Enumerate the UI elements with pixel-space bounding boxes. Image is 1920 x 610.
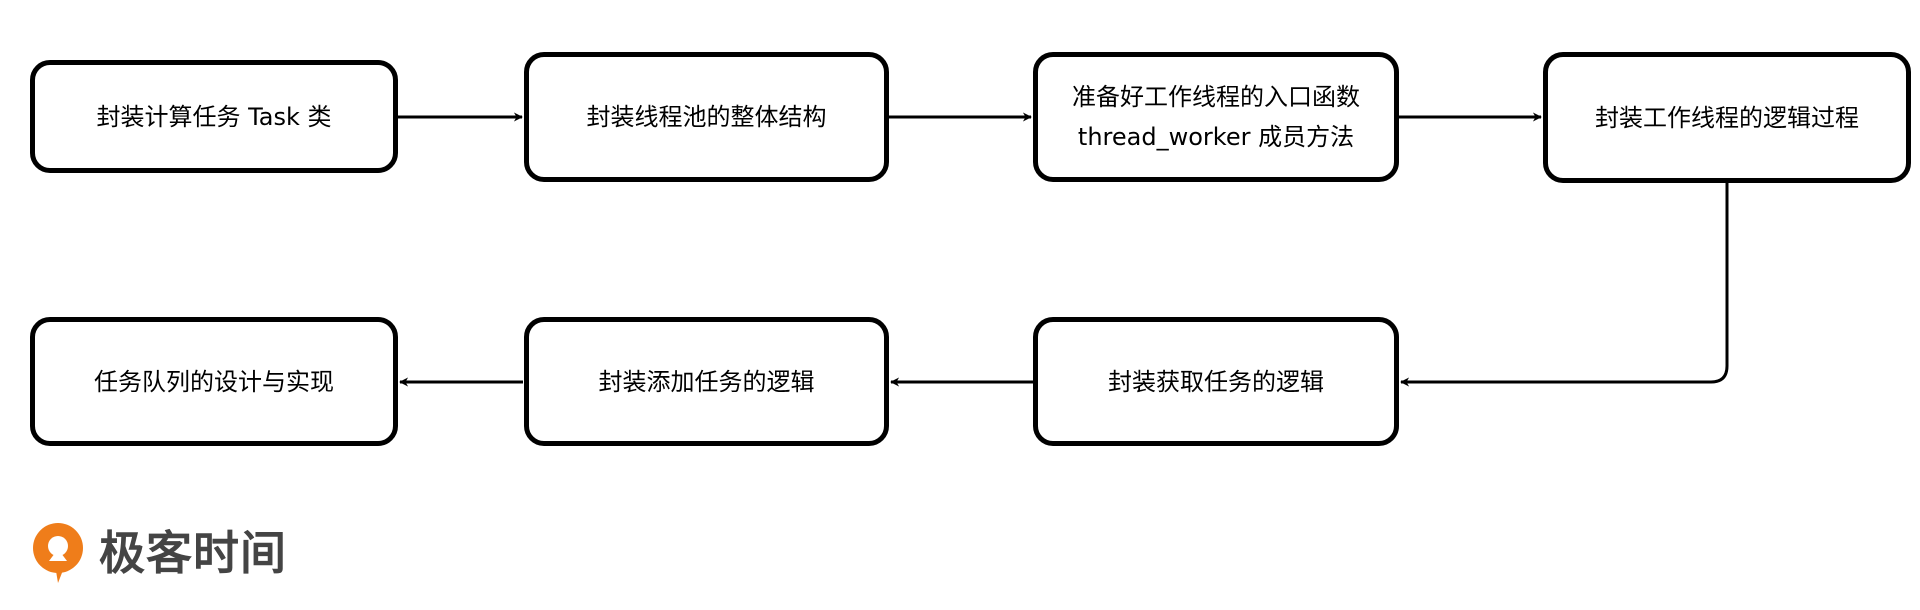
node-add-task-line-1: 封装添加任务的逻辑: [598, 367, 815, 396]
node-task-class-line-1: 封装计算任务 Task 类: [96, 102, 332, 131]
node-entry-function-line-2: thread_worker 成员方法: [1077, 123, 1355, 151]
geekbang-logo-text: 极客时间: [99, 526, 287, 580]
node-add-task: 封装添加任务的逻辑: [524, 317, 889, 446]
node-task-queue: 任务队列的设计与实现: [30, 317, 398, 446]
node-worker-logic: 封装工作线程的逻辑过程: [1543, 52, 1911, 183]
node-task-queue-line-1: 任务队列的设计与实现: [94, 367, 334, 396]
edge-worker-logic-to-fetch-task: [1400, 183, 1729, 387]
geekbang-logo: 极客时间: [31, 521, 287, 585]
node-entry-function-line-1: 准备好工作线程的入口函数: [1072, 83, 1360, 111]
node-pool-structure-line-1: 封装线程池的整体结构: [586, 103, 827, 131]
node-worker-logic-line-1: 封装工作线程的逻辑过程: [1595, 103, 1859, 132]
node-fetch-task-line-1: 封装获取任务的逻辑: [1108, 367, 1324, 396]
geekbang-logo-icon: [33, 523, 83, 583]
node-fetch-task: 封装获取任务的逻辑: [1033, 317, 1399, 446]
node-pool-structure: 封装线程池的整体结构: [524, 52, 889, 182]
node-entry-function: 准备好工作线程的入口函数 thread_worker 成员方法: [1033, 52, 1399, 182]
node-task-class: 封装计算任务 Task 类: [30, 60, 398, 173]
